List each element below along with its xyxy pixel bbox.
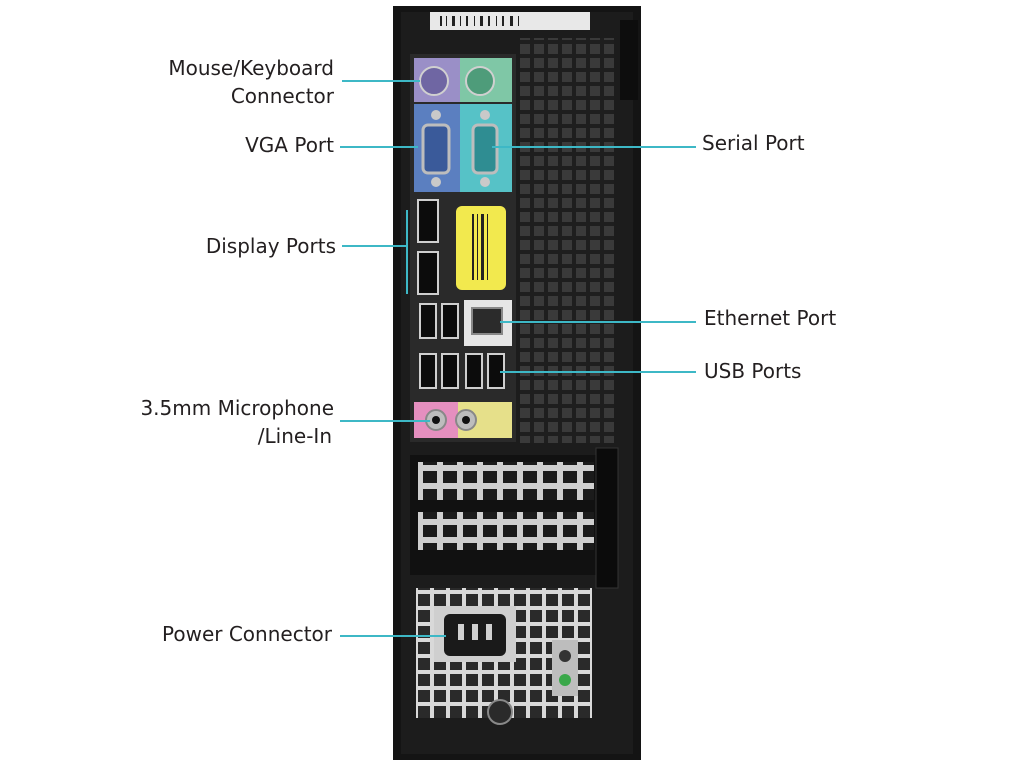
label-mouse-keyboard-line1: Mouse/Keyboard [168, 56, 334, 80]
label-microphone-line2: /Line-In [257, 424, 332, 448]
slot-cover-1 [418, 462, 594, 500]
label-ethernet-port: Ethernet Port [704, 306, 837, 330]
usb-port-1 [419, 303, 437, 339]
leader-usb-ports [500, 371, 696, 373]
mic-jack-hole [432, 416, 440, 424]
label-usb-ports: USB Ports [704, 359, 802, 383]
ethernet-port [471, 307, 503, 335]
psu-screw [487, 699, 513, 725]
label-display-ports: Display Ports [205, 234, 336, 258]
power-pin-left [458, 624, 464, 640]
psu-test-button [559, 650, 571, 662]
usb-port-3 [419, 353, 437, 389]
usb-port-4 [441, 353, 459, 389]
vga-screw-bottom [431, 177, 441, 187]
leader-serial-port [492, 146, 696, 148]
psu-test-button-area [552, 640, 578, 696]
slot-latch [595, 447, 619, 589]
serial-screw-top [480, 110, 490, 120]
leader-display-ports [342, 245, 406, 247]
expansion-slots [410, 447, 619, 589]
usb-port-2 [441, 303, 459, 339]
power-supply [416, 588, 592, 725]
sticker-barcode [472, 214, 488, 280]
serial-screw-bottom [480, 177, 490, 187]
vga-screw-top [431, 110, 441, 120]
label-vga-port: VGA Port [245, 133, 334, 157]
leader-microphone [340, 420, 430, 422]
slot-cover-2 [418, 512, 594, 550]
ps2-keyboard-port [465, 66, 495, 96]
vga-connector [421, 123, 451, 175]
barcode-bars [440, 16, 519, 26]
leader-mouse-keyboard [342, 80, 420, 82]
line-jack-hole [462, 416, 470, 424]
label-mouse-keyboard-line2: Connector [230, 84, 334, 108]
label-serial-port: Serial Port [702, 131, 805, 155]
leader-display-ports-bracket [406, 210, 408, 294]
display-port-2 [417, 251, 439, 295]
leader-vga-port [340, 146, 418, 148]
ps2-mouse-port [419, 66, 449, 96]
power-pin-center [472, 624, 478, 640]
label-microphone-line1: 3.5mm Microphone [140, 396, 334, 420]
leader-ethernet-port [500, 321, 696, 323]
io-panel [410, 54, 516, 442]
vent-grill [520, 38, 614, 443]
psu-status-led [559, 674, 571, 686]
side-latch [620, 20, 638, 100]
usb-port-5 [465, 353, 483, 389]
display-port-1 [417, 199, 439, 243]
label-power-connector: Power Connector [162, 622, 332, 646]
serial-connector [471, 123, 499, 175]
power-pin-right [486, 624, 492, 640]
leader-power-connector [340, 635, 446, 637]
